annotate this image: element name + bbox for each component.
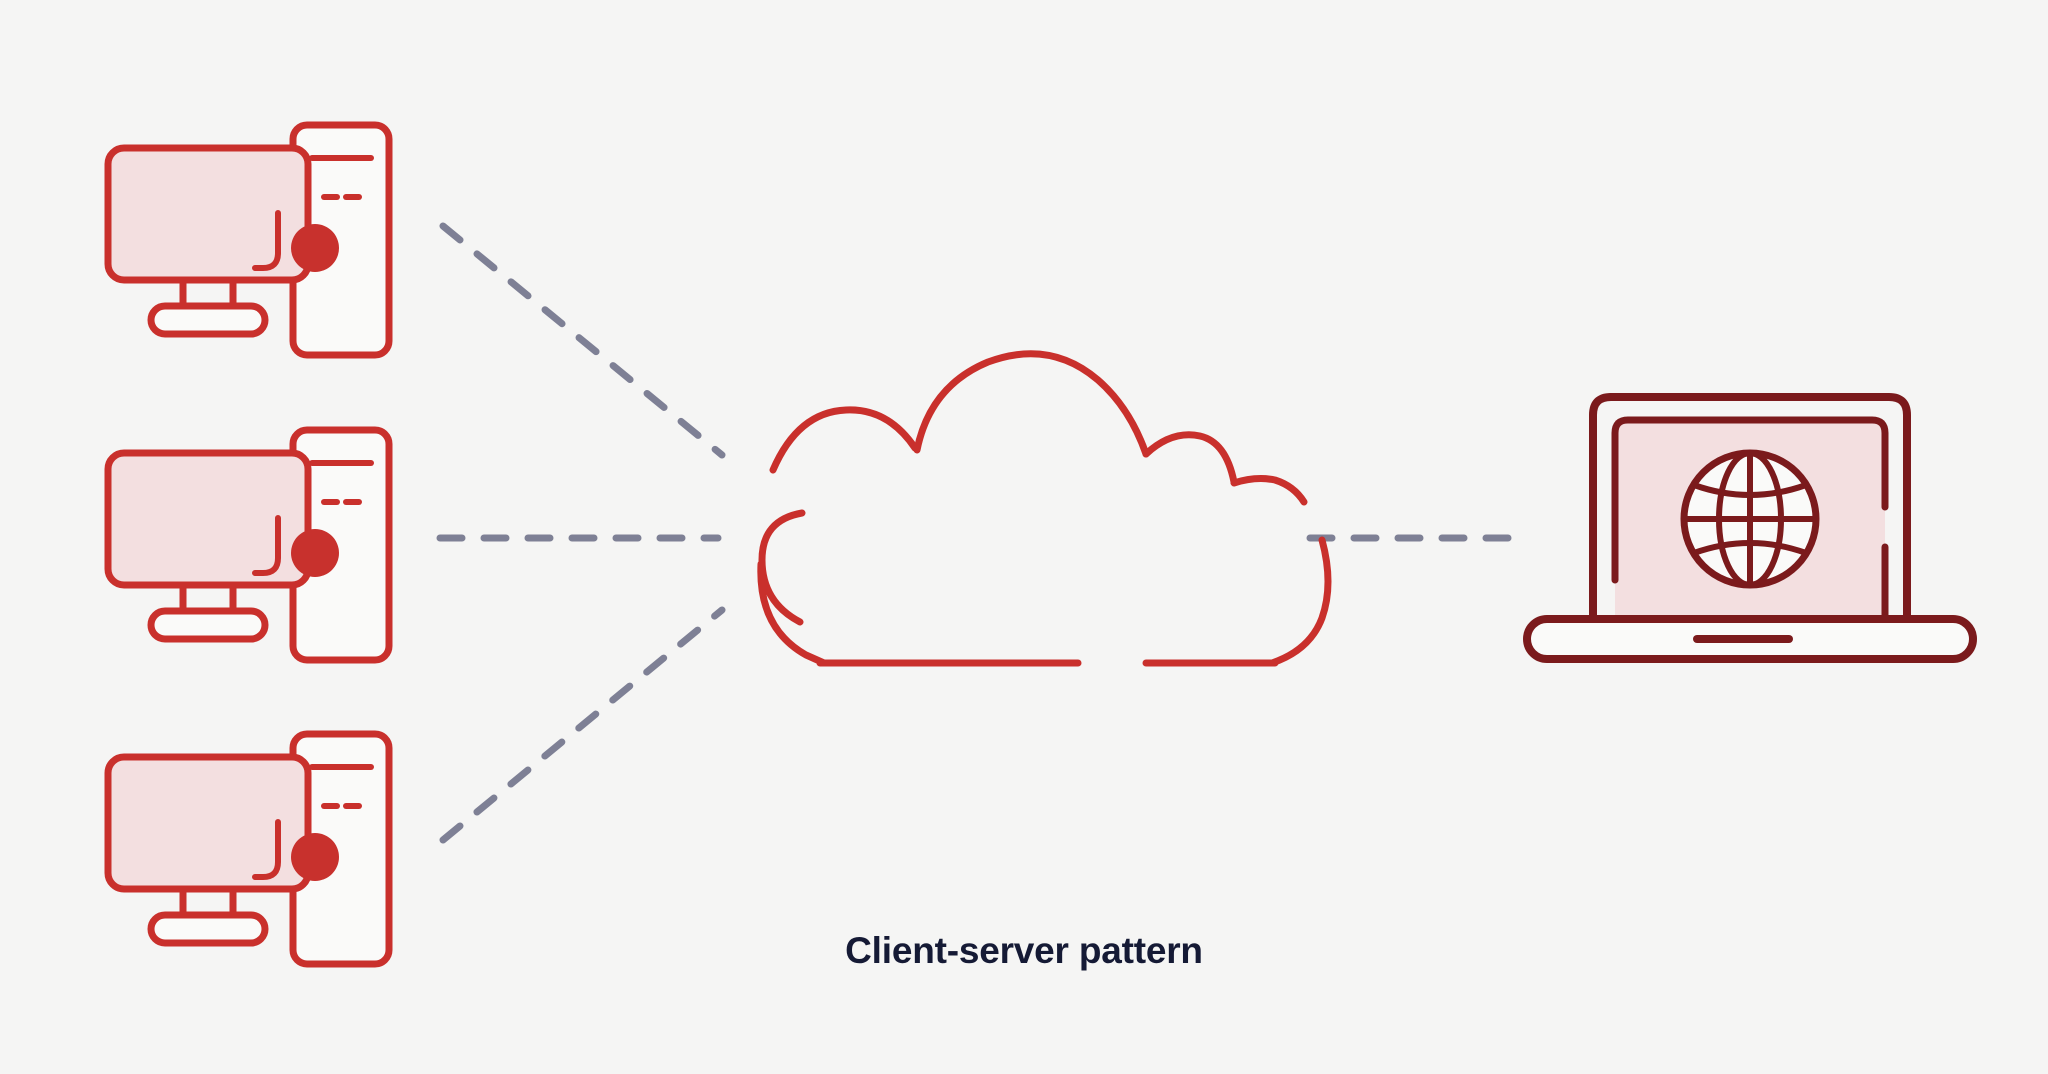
server-node[interactable] [1527, 397, 1973, 659]
cloud-network-node[interactable] [761, 354, 1328, 663]
client-node-2[interactable] [108, 430, 389, 660]
client-node-1[interactable] [108, 125, 389, 355]
cloud-icon [761, 354, 1328, 663]
connector-client-3-to-cloud [439, 606, 726, 844]
client-node-3[interactable] [108, 734, 389, 964]
connector-group [436, 222, 1522, 844]
laptop-icon [1527, 397, 1973, 659]
desktop-tower-icon [108, 125, 389, 355]
desktop-tower-icon [108, 734, 389, 964]
connector-client-1-to-cloud [439, 222, 726, 459]
desktop-tower-icon [108, 430, 389, 660]
